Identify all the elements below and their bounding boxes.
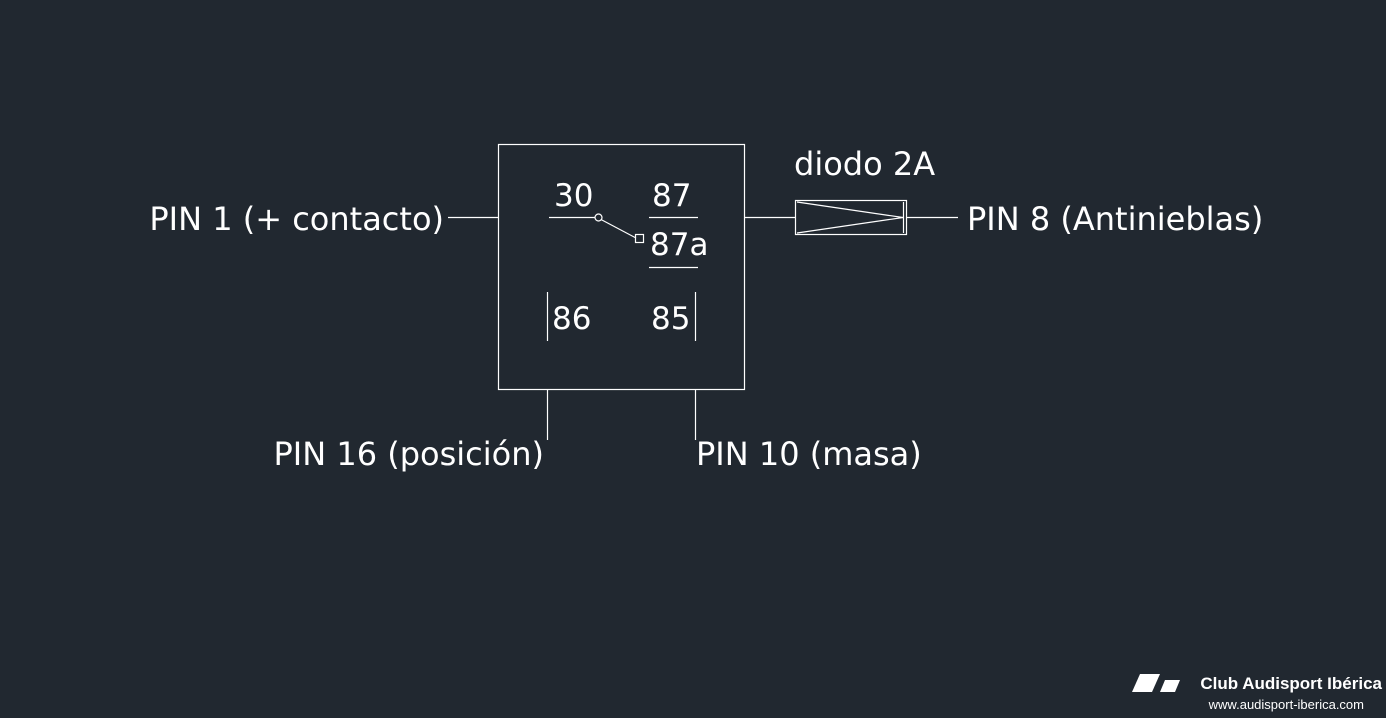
diode-label: diodo 2A	[794, 145, 935, 183]
switch-arm	[600, 218, 637, 239]
pin1-label: PIN 1 (+ contacto)	[149, 200, 444, 238]
diode-body	[794, 199, 908, 236]
pin10-label: PIN 10 (masa)	[696, 435, 922, 473]
switch-contact	[634, 233, 645, 244]
diode-triangle-top	[796, 201, 904, 219]
diode-triangle-bottom	[796, 216, 904, 234]
pin16-label: PIN 16 (posición)	[274, 435, 545, 473]
watermark-title: Club Audisport Ibérica	[1200, 674, 1382, 693]
watermark-url: www.audisport-iberica.com	[1208, 697, 1364, 712]
diode-symbol	[794, 199, 908, 236]
pin8-label: PIN 8 (Antinieblas)	[967, 200, 1263, 238]
switch-pivot	[594, 213, 603, 222]
terminal-86-label: 86	[552, 301, 591, 337]
terminal-87-label: 87	[652, 178, 691, 214]
terminal-87a-label: 87a	[650, 227, 708, 263]
audisport-logo-icon	[1132, 674, 1180, 692]
terminal-85-label: 85	[651, 301, 690, 337]
terminal-30-label: 30	[554, 178, 593, 214]
relay-box	[497, 143, 746, 391]
watermark: Club Audisport Ibérica www.audisport-ibe…	[1132, 670, 1382, 716]
